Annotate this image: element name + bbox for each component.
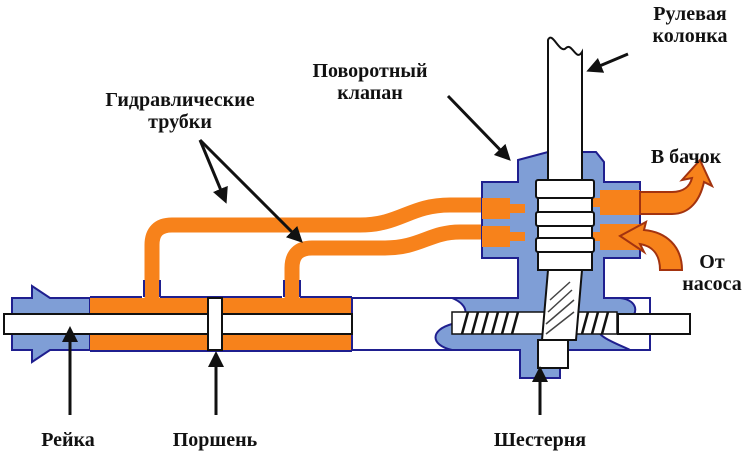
valve-ports-left: [482, 198, 525, 247]
steering-column: [547, 36, 583, 181]
rack: [3, 313, 691, 335]
label-steering-column-1: Рулевая: [653, 3, 727, 25]
flow-arrow-to-reservoir: [639, 158, 715, 215]
arrow-rotary-valve: [446, 94, 511, 161]
arrow-tube-lower: [198, 138, 303, 243]
label-pinion: Шестерня: [494, 429, 586, 451]
hydraulic-tube-upper: [144, 197, 495, 298]
label-piston: Поршень: [173, 429, 258, 451]
rotary-valve-spool: [535, 179, 595, 271]
hydraulic-tubes: [144, 197, 495, 298]
label-hydraulic-tubes-1: Гидравлические: [105, 89, 254, 111]
arrow-steering-column: [586, 52, 629, 73]
arrow-tube-upper: [198, 139, 228, 204]
pinion: [537, 269, 584, 369]
label-from-pump-2: насоса: [682, 273, 742, 295]
pointer-arrows: [62, 52, 629, 415]
hydraulic-tube-lower: [284, 224, 495, 298]
label-rack: Рейка: [41, 429, 95, 451]
label-from-pump-1: От: [699, 251, 725, 273]
rack-teeth: [451, 311, 618, 335]
rack-bar-right-end: [617, 313, 691, 335]
valve-ports-right: [583, 190, 640, 250]
label-to-reservoir: В бачок: [651, 146, 722, 168]
label-rotary-valve-2: клапан: [337, 82, 403, 104]
flow-arrow-from-pump: [618, 220, 684, 271]
label-steering-column-2: колонка: [653, 25, 728, 47]
rack-bar: [3, 313, 353, 335]
label-rotary-valve-1: Поворотный: [312, 60, 427, 82]
piston: [207, 297, 223, 351]
label-hydraulic-tubes-2: трубки: [148, 111, 212, 133]
